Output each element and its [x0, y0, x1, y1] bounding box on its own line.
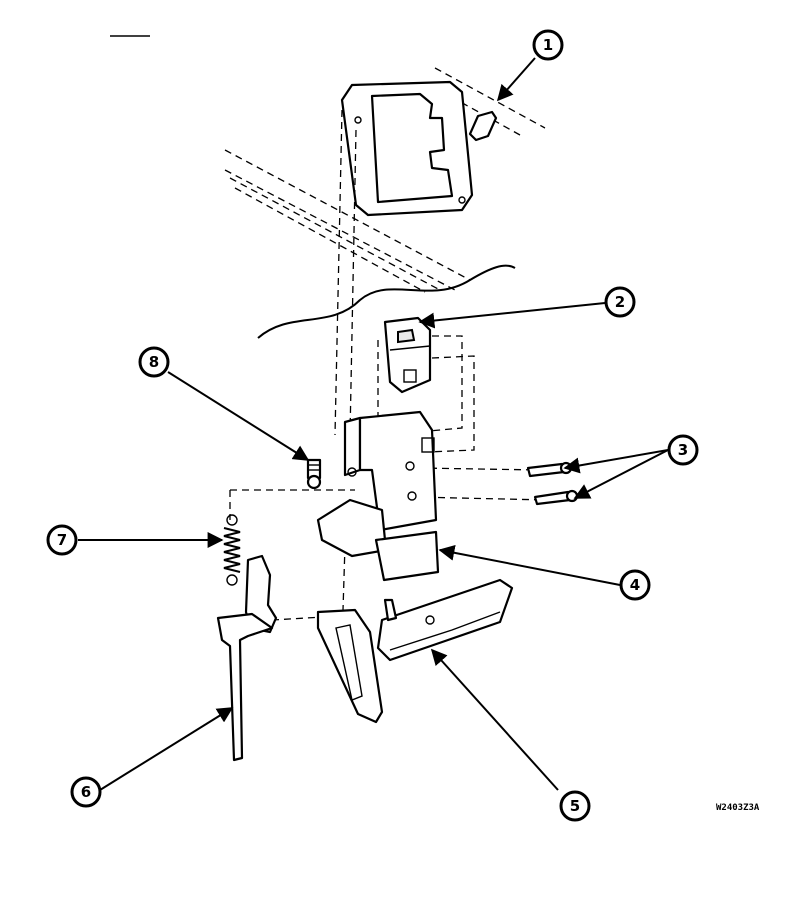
callout-1: 1 — [532, 29, 564, 61]
leader-lines — [78, 57, 669, 791]
panel-outline — [224, 67, 546, 339]
svg-text:7: 7 — [57, 531, 67, 549]
part-7-spring — [223, 514, 241, 586]
figure-code: W2403Z3A — [716, 803, 760, 813]
part-1-bezel-plate — [340, 80, 474, 217]
svg-text:5: 5 — [570, 797, 580, 815]
callout-2: 2 — [604, 286, 636, 318]
part-4-bracket-housing — [316, 410, 440, 582]
part-8-screw — [306, 458, 322, 490]
part-6-lever-arm — [216, 554, 278, 762]
part-1-insert — [468, 110, 498, 142]
callout-3: 3 — [667, 434, 699, 466]
svg-text:4: 4 — [630, 576, 640, 594]
svg-text:1: 1 — [543, 36, 553, 54]
part-5-lever-plate — [316, 578, 514, 724]
callout-5: 5 — [559, 790, 591, 822]
callout-7: 7 — [46, 524, 78, 556]
callout-6: 6 — [70, 776, 102, 808]
part-3-screws — [526, 461, 579, 506]
part-2-switch-block — [383, 316, 432, 394]
callout-4: 4 — [619, 569, 651, 601]
svg-text:6: 6 — [81, 783, 91, 801]
svg-text:3: 3 — [678, 441, 688, 459]
svg-text:8: 8 — [149, 353, 159, 371]
svg-text:2: 2 — [615, 293, 625, 311]
callout-8: 8 — [138, 346, 170, 378]
